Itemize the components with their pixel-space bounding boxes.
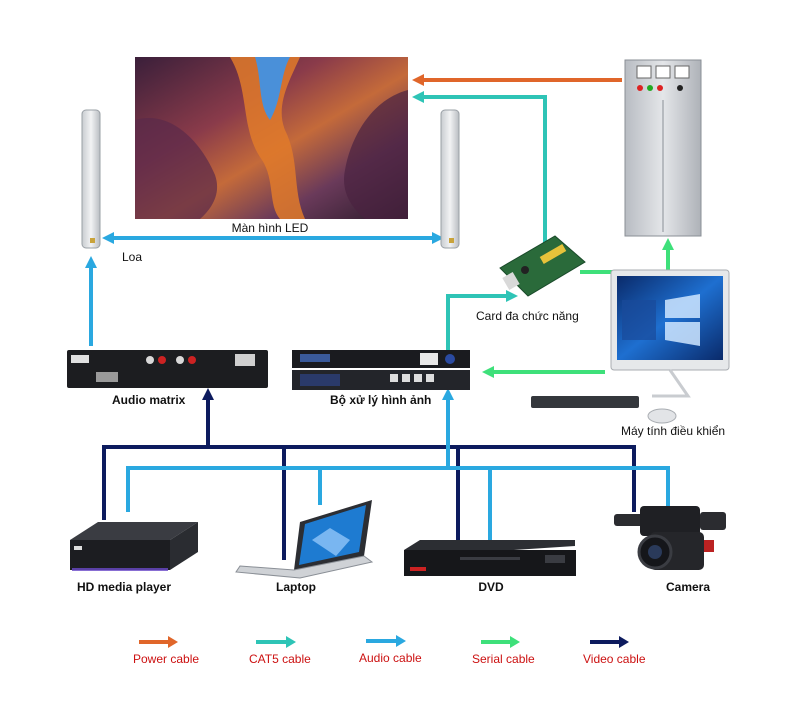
legend-item-serial: Serial cable xyxy=(472,636,535,666)
desktop-pc-icon xyxy=(531,269,730,424)
legend-label: Power cable xyxy=(133,652,199,666)
cat5-lines xyxy=(420,95,547,350)
video-processor-icon xyxy=(292,350,470,390)
control-card-icon xyxy=(499,235,586,297)
control-pc-label: Máy tính điều khiển xyxy=(621,424,725,438)
media-player-label: HD media player xyxy=(77,580,171,594)
video-processor-label: Bộ xử lý hình ảnh xyxy=(330,393,431,407)
legend-item-video: Video cable xyxy=(583,636,646,666)
legend-label: Audio cable xyxy=(359,651,422,665)
legend-item-power: Power cable xyxy=(133,636,199,666)
speaker-icon xyxy=(440,109,460,249)
legend: Power cable CAT5 cable Audio cable Seria… xyxy=(133,635,646,666)
video-bus xyxy=(102,394,636,560)
dvd-player-icon xyxy=(404,540,576,576)
card-label: Card đa chức năng xyxy=(476,309,579,323)
audio-matrix-label: Audio matrix xyxy=(112,393,186,407)
laptop-icon xyxy=(235,500,374,579)
audio-matrix-icon xyxy=(67,350,268,388)
legend-label: CAT5 cable xyxy=(249,652,311,666)
audio-bus xyxy=(89,236,670,540)
speaker-icon xyxy=(81,109,101,249)
camera-label: Camera xyxy=(666,580,710,594)
legend-item-audio: Audio cable xyxy=(359,635,422,665)
led-screen-label: Màn hình LED xyxy=(232,221,309,235)
led-screen-image xyxy=(135,57,408,219)
laptop-label: Laptop xyxy=(276,580,316,594)
legend-item-cat5: CAT5 cable xyxy=(249,636,311,666)
camera-icon xyxy=(614,506,726,570)
legend-label: Video cable xyxy=(583,652,646,666)
arrowheads xyxy=(85,74,674,400)
speaker-label: Loa xyxy=(122,250,142,264)
legend-label: Serial cable xyxy=(472,652,535,666)
power-cabinet-icon xyxy=(624,59,702,237)
dvd-label: DVD xyxy=(478,580,504,594)
media-player-icon xyxy=(70,522,198,571)
